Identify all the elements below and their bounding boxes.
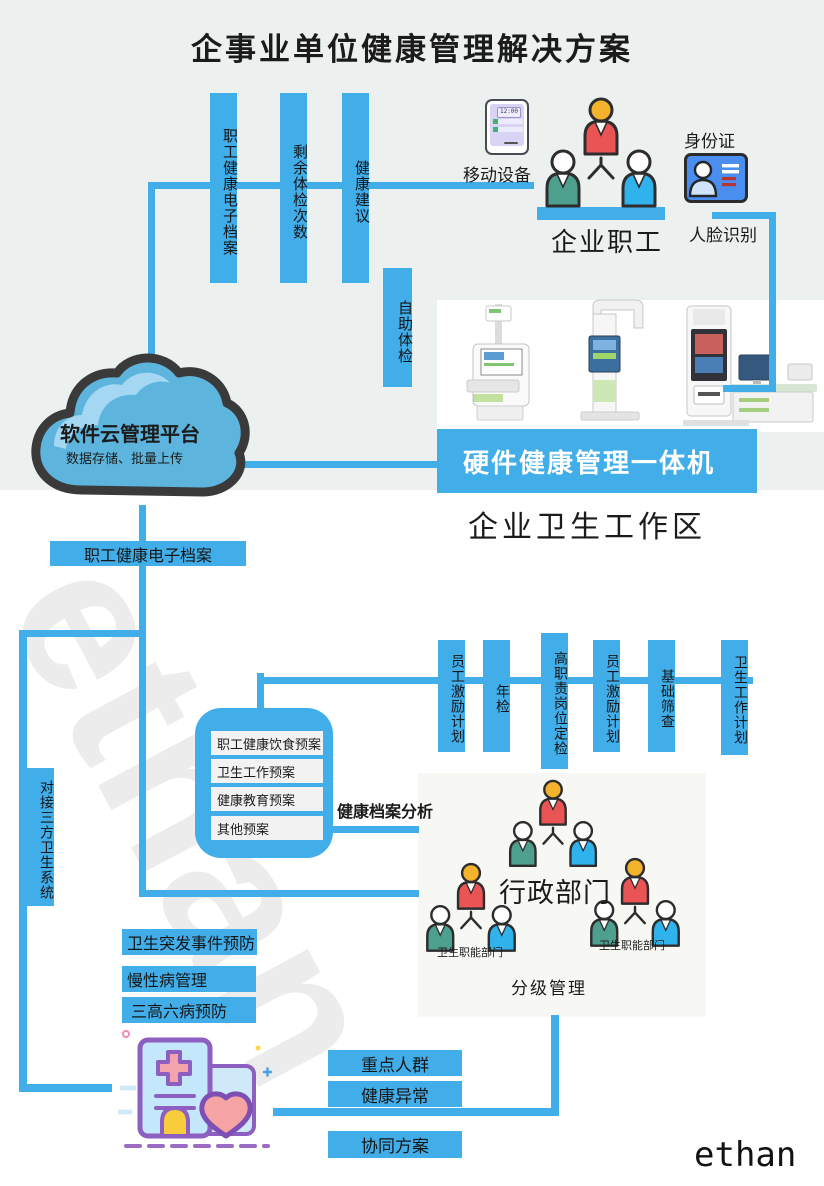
signature-text: ethan (694, 1135, 797, 1175)
left-dept-label: 卫生职能部门 (437, 947, 503, 959)
bar-remaining-checkups: 剩余体检次数 (280, 93, 308, 283)
connector-to-hospital (19, 1084, 112, 1092)
page-title: 企事业单位健康管理解决方案 (191, 32, 633, 67)
admin-panel: 行政部门 卫生职能部门 卫生职能部门 分级管理 (418, 773, 706, 1017)
bar-self-checkup: 自助体检 (383, 268, 413, 387)
mobile-phone-icon: 12:00 (485, 99, 529, 155)
bar-health-advice: 健康建议 (342, 93, 370, 283)
plan-item-diet: 职工健康饮食预案 (211, 731, 323, 755)
plan-item-education: 健康教育预案 (211, 787, 323, 811)
connector-planbox-stub (257, 673, 264, 711)
employees-desk-bar (537, 207, 665, 220)
connector-top-horizontal (148, 182, 534, 189)
id-card-label: 身份证 (684, 132, 735, 151)
bar-emergency-prevention: 卫生突发事件预防 (122, 929, 257, 955)
connector-left-vertical (19, 630, 27, 1092)
connector-idcard-horizontal (712, 212, 772, 219)
employees-label: 企业职工 (551, 227, 664, 257)
id-card-icon (684, 153, 748, 203)
cloud-subtitle: 数据存储、批量上传 (66, 451, 184, 466)
analysis-label: 健康档案分析 (337, 804, 434, 821)
face-recognition-label: 人脸识别 (689, 226, 757, 245)
tiered-management-label: 分级管理 (511, 979, 587, 998)
bar-collaboration-plan: 协同方案 (328, 1131, 462, 1158)
connector-cloud-to-banner (243, 461, 439, 468)
bar-third-party-systems: 对接三方卫生系统 (25, 768, 55, 906)
cloud-icon (31, 353, 250, 497)
connector-analysis (333, 826, 419, 833)
connector-cloud-top (148, 182, 155, 358)
bar-chronic-disease: 慢性病管理 (122, 966, 256, 992)
mobile-device-label: 移动设备 (463, 166, 531, 185)
cloud-title: 软件云管理平台 (60, 424, 200, 446)
bar-basic-screening: 基础筛查 (648, 640, 676, 752)
admin-panel-title: 行政部门 (499, 878, 611, 908)
bar-high-duty-posts: 高职责岗位定检 (541, 633, 569, 769)
connector-right-vertical (769, 212, 776, 392)
health-kiosk-machines (466, 299, 817, 426)
hardware-banner: 硬件健康管理一体机 (437, 429, 757, 493)
bar-archive-horizontal: 职工健康电子档案 (50, 541, 246, 566)
plan-box: 职工健康饮食预案 卫生工作预案 健康教育预案 其他预案 (195, 708, 333, 858)
admin-org-icon-left (426, 862, 516, 952)
bar-employee-health-archive: 职工健康电子档案 (210, 93, 238, 283)
phone-screen: 12:00 (490, 104, 524, 146)
connector-panel-bottom (551, 1015, 559, 1115)
admin-org-icon-top (508, 779, 598, 868)
connector-bottom-horizontal (273, 1108, 559, 1116)
connector-to-admin-panel (139, 890, 419, 897)
work-area-label: 企业卫生工作区 (468, 511, 706, 544)
connector-left-branch (19, 630, 146, 637)
connector-cloud-bottom (139, 505, 146, 897)
right-dept-label: 卫生职能部门 (599, 940, 665, 952)
employees-org-icon (545, 97, 657, 208)
plan-item-work: 卫生工作预案 (211, 759, 323, 783)
phone-time: 12:00 (497, 107, 521, 118)
plan-item-other: 其他预案 (211, 816, 323, 840)
hospital-building-icon (118, 1030, 273, 1148)
bar-key-groups: 重点人群 (328, 1050, 462, 1076)
bar-health-work-plan: 卫生工作计划 (721, 640, 749, 755)
bar-incentive-plan-2: 员工激励计划 (593, 640, 621, 752)
admin-org-icon-right (590, 857, 680, 947)
bar-health-abnormal: 健康异常 (328, 1081, 462, 1107)
connector-arm-to-machines (723, 385, 776, 392)
bar-annual-check: 年检 (483, 640, 511, 752)
bar-three-highs: 三高六病预防 (122, 997, 256, 1023)
bar-incentive-plan-1: 员工激励计划 (438, 640, 466, 752)
